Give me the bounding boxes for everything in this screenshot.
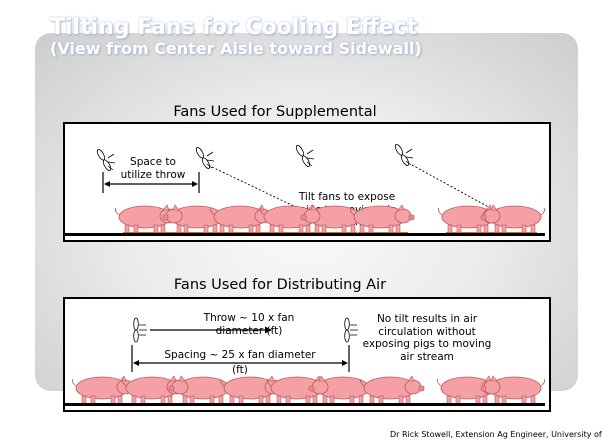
spacing-label: Spacing ~ 25 x fan diameter (ft) [164, 349, 316, 376]
pig-icon [168, 375, 233, 406]
pig-icon [480, 375, 545, 406]
vertical-fan-icon [133, 317, 147, 343]
space-dimension-arrow [102, 172, 200, 193]
air-throw-line [411, 164, 495, 211]
top-floor-line [65, 233, 545, 236]
air-throw-line [211, 166, 303, 211]
pig-icon [360, 375, 425, 406]
bottom-floor-line [65, 403, 545, 406]
throw-arrow [150, 326, 272, 334]
pig-icon [350, 204, 415, 235]
slide-subtitle: (View from Center Aisle toward Sidewall) [50, 39, 422, 58]
pig-icon [480, 204, 545, 235]
no-tilt-label: No tilt results in air circulation witho… [362, 313, 492, 363]
tilted-fan-icon [394, 144, 410, 166]
vertical-fan-icon [344, 317, 358, 343]
tilted-fan-icon [195, 147, 211, 169]
space-to-utilize-label: Space to utilize throw [120, 156, 186, 181]
spacing-dimension-arrow [131, 345, 350, 372]
slide-title: Tilting Fans for Cooling Effect [50, 15, 418, 40]
tilted-fan-icon [96, 149, 112, 171]
slide-footer-credit: Dr Rick Stowell, Extension Ag Engineer, … [390, 430, 602, 439]
tilted-fan-icon [295, 145, 311, 167]
bottom-diagram-heading: Fans Used for Distributing Air [173, 277, 387, 293]
pig-icon [308, 375, 373, 406]
